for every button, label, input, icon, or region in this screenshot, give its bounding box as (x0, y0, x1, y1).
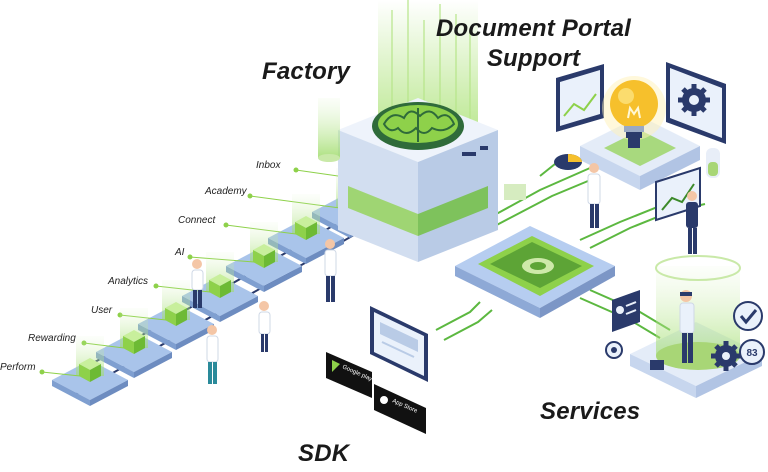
factory-label: Factory (262, 58, 351, 85)
person-scientist-factory (324, 239, 337, 302)
leader-dot (39, 369, 45, 375)
chip-logo-icon (522, 258, 554, 274)
gear-icon (678, 84, 710, 116)
feature-label-connect: Connect (178, 215, 216, 226)
service-gear-icon (711, 341, 741, 371)
checkmark-icon (733, 301, 763, 331)
leader-dot (247, 193, 253, 199)
counter-text: 83 (746, 348, 758, 359)
person-scientist-ai (191, 259, 204, 308)
pie-chart-icon (554, 154, 582, 170)
person-vr-user (679, 290, 695, 363)
target-icon (605, 341, 623, 359)
factory-building (318, 0, 526, 262)
document-portal-support-label: Document Portal Support (436, 14, 631, 74)
leader-dot (223, 222, 229, 228)
central-chip (455, 226, 615, 318)
sdk-label: SDK (298, 440, 350, 467)
services-scene: 83 (605, 255, 765, 398)
brain-icon (372, 102, 464, 150)
monitor-chart (556, 64, 604, 132)
services-label: Services (540, 398, 641, 425)
monitor-gear (666, 62, 726, 144)
lightbulb-icon (602, 76, 666, 148)
feature-label-inbox: Inbox (256, 160, 281, 171)
leader-dot (293, 167, 299, 173)
person-scientist-support (587, 163, 601, 228)
feature-label-perform: Perform (0, 362, 36, 373)
person-scientist-perform (206, 325, 219, 384)
support-scene (554, 62, 726, 254)
support-label: Support (486, 45, 581, 72)
leader-dot (153, 283, 159, 289)
play-icon (332, 360, 340, 372)
feature-label-rewarding: Rewarding (28, 333, 76, 344)
tablet-screen (370, 306, 428, 382)
feature-label-academy: Academy (205, 186, 247, 197)
leader-dot (187, 254, 193, 260)
apple-icon (380, 396, 388, 404)
conveyor-station-perform (39, 336, 128, 406)
person-presenter (686, 191, 698, 254)
google-play-badge: Google play (326, 352, 373, 398)
id-card-icon (612, 290, 640, 332)
feature-label-user: User (91, 305, 113, 316)
counter-badge: 83 (739, 339, 765, 365)
feature-label-analytics: Analytics (108, 276, 149, 287)
side-cylinder-left (318, 98, 340, 162)
app-store-badge: App Store (374, 384, 426, 434)
feature-label-ai: AI (175, 247, 185, 258)
sdk-scene: Google play App Store (326, 306, 428, 434)
vial-icon (706, 148, 720, 178)
person-scientist-user (258, 301, 271, 352)
document-portal-label: Document Portal (436, 15, 632, 42)
